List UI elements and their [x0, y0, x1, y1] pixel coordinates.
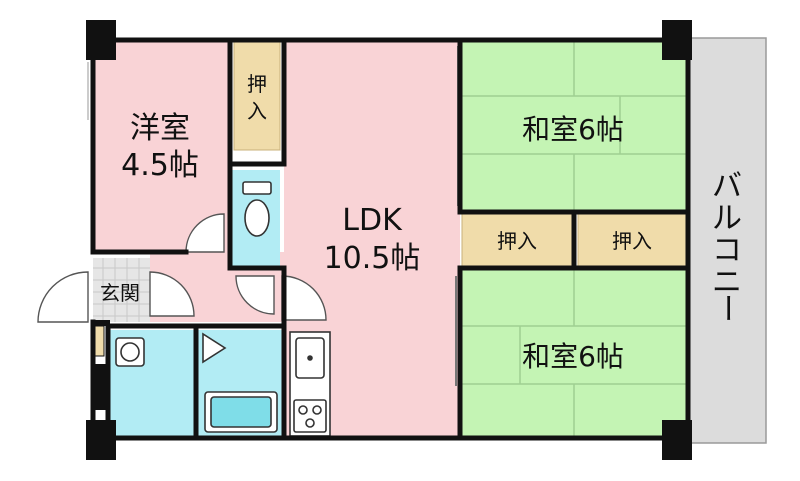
- washing-machine-icon: [202, 332, 227, 364]
- japanese-room-top-floor: [460, 40, 686, 212]
- door-swings: [37, 213, 327, 323]
- entrance-label: 玄関: [100, 281, 140, 305]
- svg-text:洋室: 洋室: [130, 111, 190, 146]
- svg-text:入: 入: [247, 99, 267, 123]
- svg-text:ル: ル: [712, 201, 742, 236]
- svg-text:ニ: ニ: [712, 265, 742, 300]
- stove-icon: [293, 399, 327, 433]
- svg-text:LDK: LDK: [342, 203, 403, 238]
- entrance-area: [93, 258, 150, 322]
- svg-text:バ: バ: [712, 169, 742, 204]
- western-closet-label: 押 入: [247, 72, 267, 123]
- svg-text:4.5帖: 4.5帖: [121, 148, 199, 183]
- balcony-area: [687, 37, 767, 444]
- japanese-room-top-label: 和室6帖: [522, 113, 624, 146]
- toilet-icon: [242, 181, 272, 237]
- svg-text:ー: ー: [709, 293, 744, 323]
- western-room-label: 洋室 4.5帖: [121, 111, 199, 183]
- washbasin-icon: [115, 337, 145, 367]
- middle-left-closet-label: 押入: [497, 229, 537, 253]
- western-room-floor: [93, 40, 230, 252]
- svg-text:10.5帖: 10.5帖: [324, 241, 421, 276]
- svg-text:コ: コ: [712, 233, 742, 268]
- middle-right-closet-label: 押入: [612, 229, 652, 253]
- walls: [90, 37, 691, 441]
- japanese-room-bottom-label: 和室6帖: [522, 340, 624, 373]
- middle-left-closet-floor: [461, 213, 573, 267]
- western-closet-floor: [233, 41, 281, 151]
- japanese-room-bottom-floor: [460, 268, 686, 438]
- ldk-label: LDK 10.5帖: [324, 203, 421, 276]
- balcony-label: バ ル コ ニ ー: [709, 169, 744, 323]
- svg-text:押: 押: [247, 72, 267, 96]
- structural-columns: [86, 20, 692, 460]
- bathtub-icon: [204, 391, 278, 433]
